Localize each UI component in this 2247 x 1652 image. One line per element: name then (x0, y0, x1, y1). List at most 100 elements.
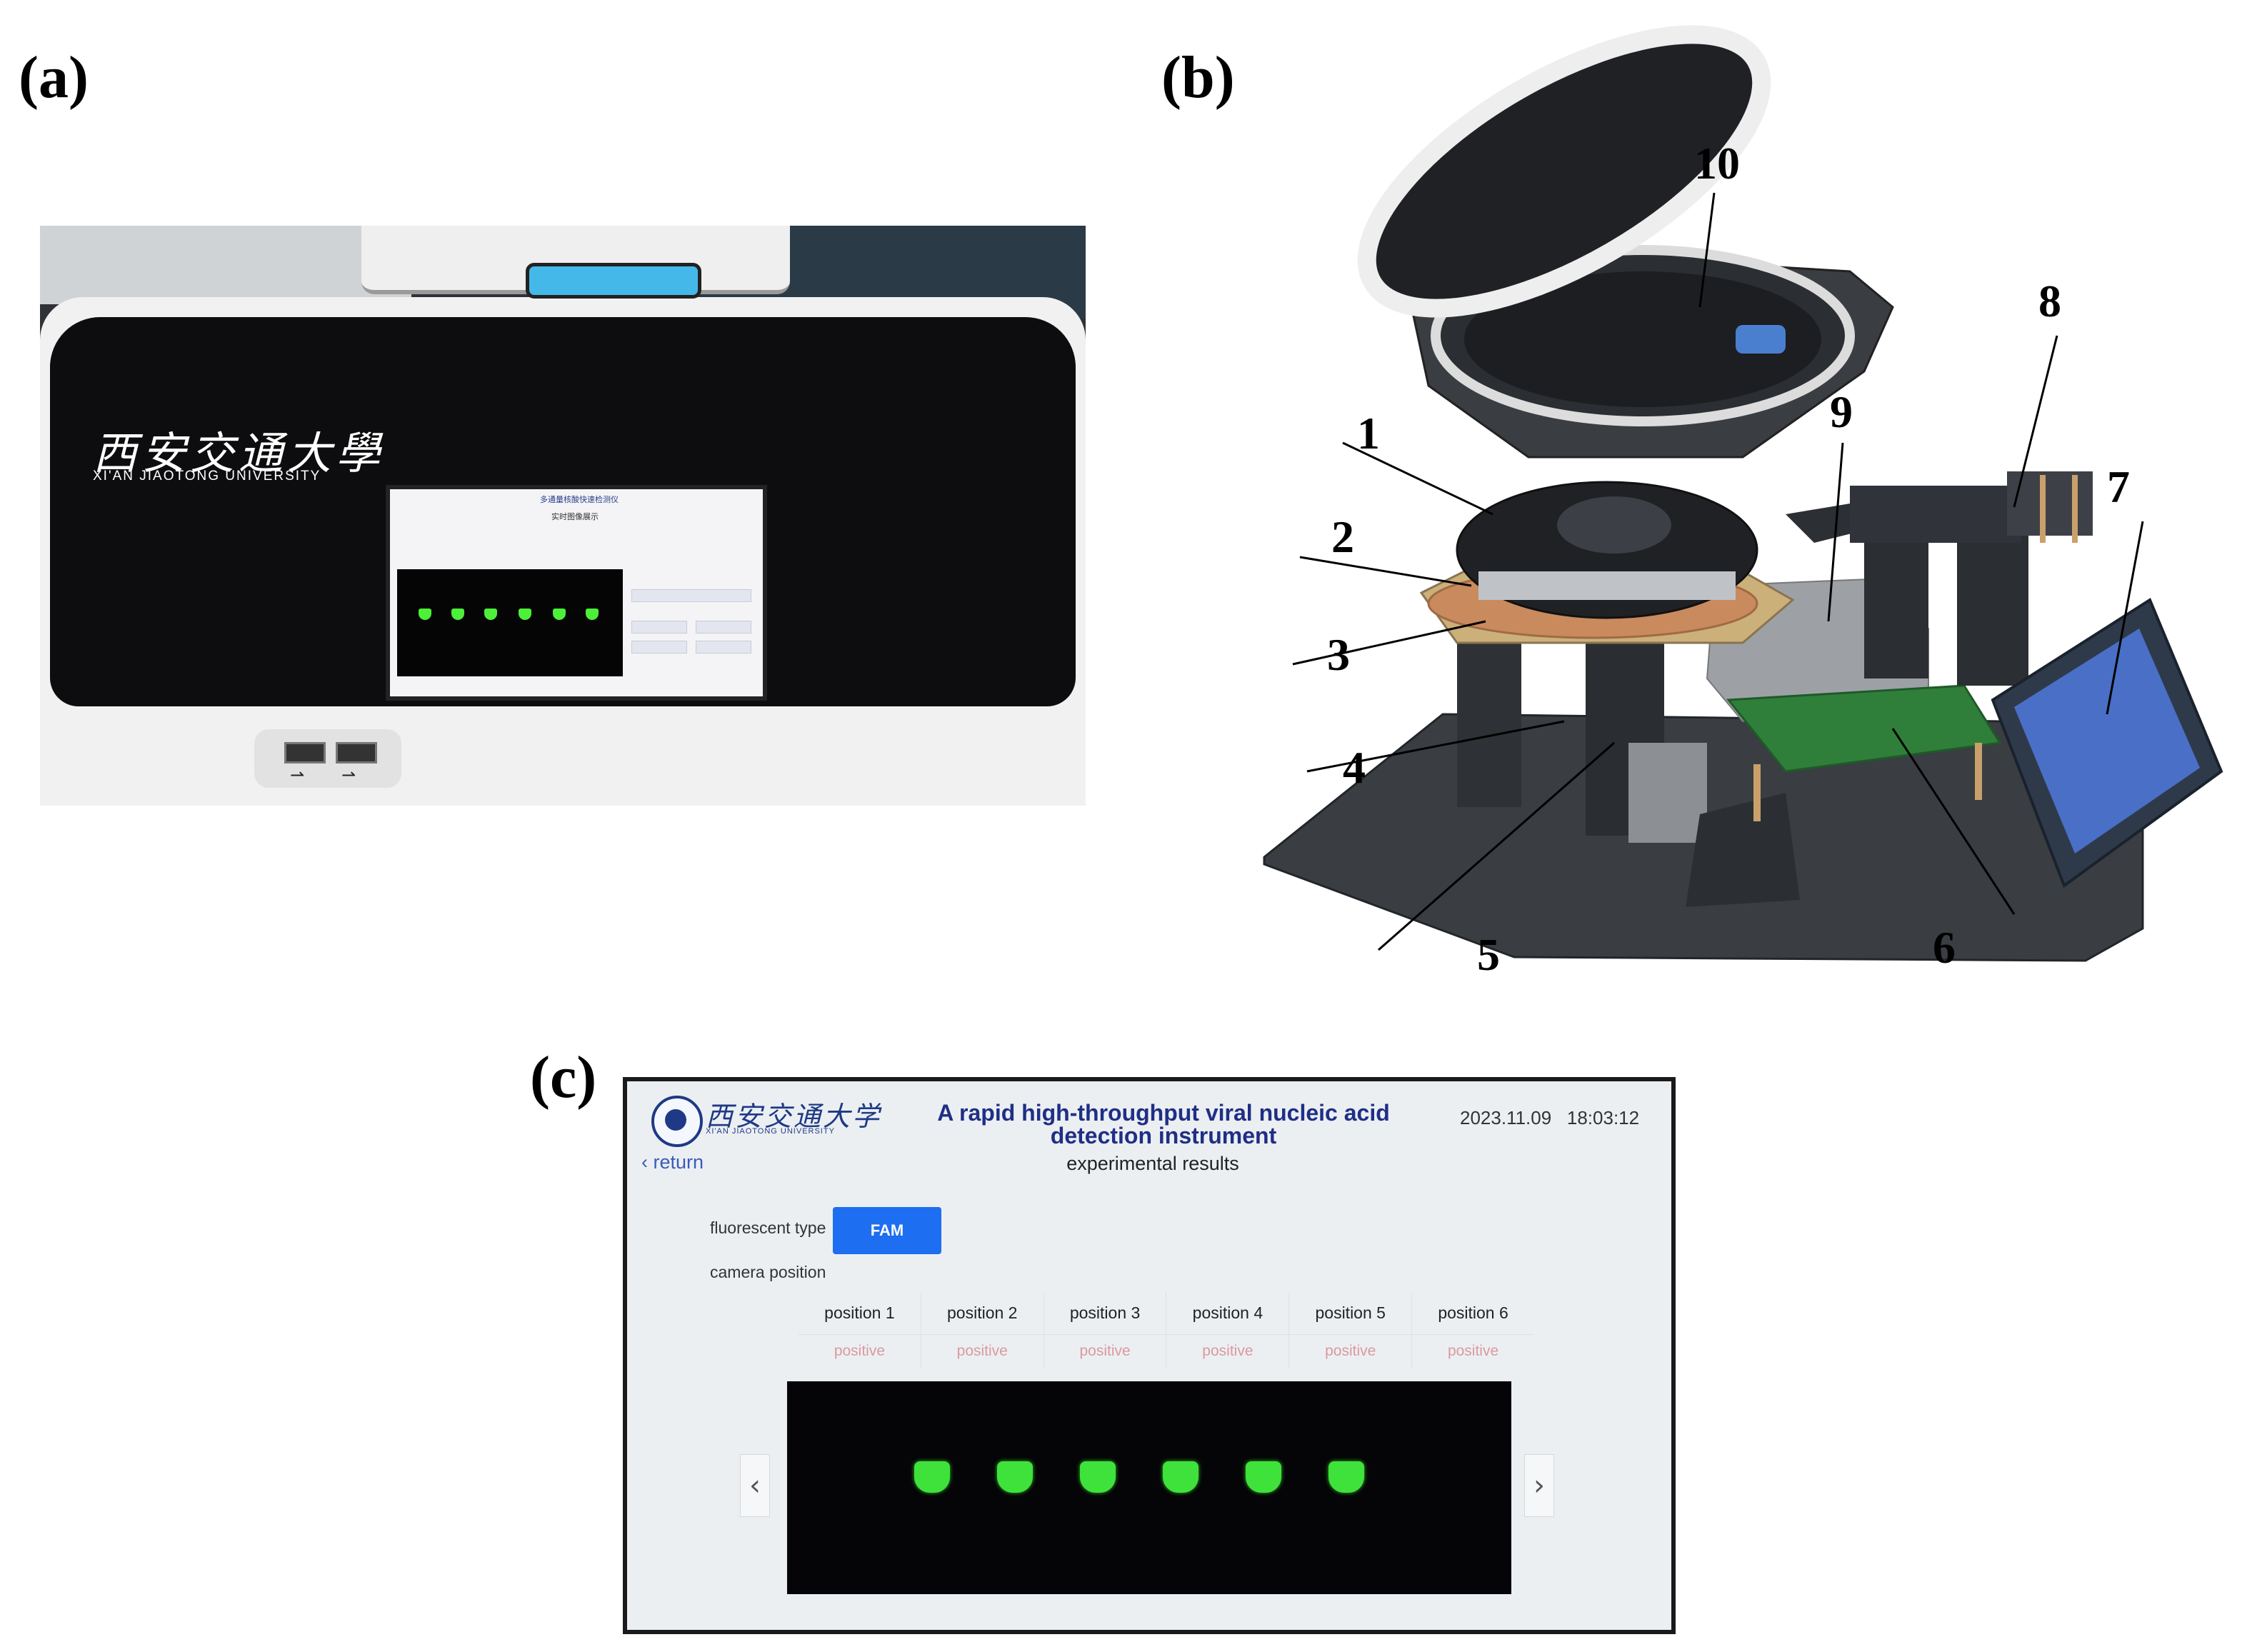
callout-5: 5 (1477, 929, 1500, 980)
camera-position-label: camera position (710, 1263, 826, 1281)
front-panel: 西安交通大學 XI'AN JIAOTONG UNIVERSITY 多通量核酸快速… (50, 317, 1076, 706)
panel-label-c: (c) (530, 1044, 597, 1111)
position-name: position 4 (1166, 1293, 1289, 1335)
screen-fluorescence-image (397, 569, 623, 676)
position-name: position 2 (921, 1293, 1044, 1335)
position-results: position 1 positive position 2 positive … (799, 1293, 1534, 1368)
panel-label-a: (a) (19, 44, 89, 111)
chevron-left-icon: ‹ (641, 1151, 648, 1173)
background-wall (40, 226, 411, 304)
screen-button (631, 621, 687, 634)
fluorescent-type-label: fluorescent type (710, 1218, 826, 1237)
datetime: 2023.11.09 18:03:12 (1460, 1107, 1639, 1129)
position-column: position 3 positive (1043, 1293, 1166, 1368)
fluorescent-well (553, 609, 566, 620)
next-image-button[interactable]: › (1524, 1454, 1554, 1517)
screen-dropdown (631, 589, 751, 602)
callout-7: 7 (2107, 461, 2130, 512)
callout-9: 9 (1830, 386, 1853, 437)
control-pcb (1726, 684, 2002, 773)
chevron-left-icon: ‹ (749, 1469, 761, 1502)
callout-6: 6 (1933, 922, 1956, 973)
callout-8: 8 (2038, 276, 2061, 326)
fluorescent-well (484, 609, 497, 620)
disc-tubes (1478, 571, 1736, 600)
disc-center (1557, 496, 1671, 554)
university-logo-en: XI'AN JIAOTONG UNIVERSITY (93, 469, 321, 484)
position-result: positive (834, 1343, 886, 1359)
university-logo-cn: 西安交通大学 (706, 1101, 882, 1132)
time: 18:03:12 (1566, 1107, 1640, 1128)
camera-mount (1686, 793, 1800, 907)
instrument-touchscreen: 多通量核酸快速检测仪 实时图像展示 (386, 485, 767, 701)
app-title-line2: detection instrument (1050, 1123, 1277, 1148)
lid-inner (1464, 271, 1821, 407)
callout-10: 10 (1694, 138, 1740, 189)
fluorescent-well (997, 1461, 1033, 1493)
prev-image-button[interactable]: ‹ (740, 1454, 770, 1517)
opened-lid (1357, 25, 1771, 318)
fluorescent-well (1080, 1461, 1116, 1493)
callout-1: 1 (1357, 408, 1380, 459)
cad-exploded-view: 1 2 3 4 5 6 7 8 9 10 (1243, 0, 2247, 980)
cad-drawing (1263, 25, 2223, 962)
support-pillar (1457, 629, 1521, 807)
lid-latch (1736, 325, 1786, 354)
fluorescent-well (1328, 1461, 1364, 1493)
fluorescent-well (519, 609, 531, 620)
fluorescent-type-button[interactable]: FAM (833, 1207, 941, 1254)
position-column: position 4 positive (1166, 1293, 1289, 1368)
screen-subtitle: 实时图像展示 (551, 513, 599, 521)
screen-title: 多通量核酸快速检测仪 (540, 496, 619, 504)
callout-2: 2 (1331, 511, 1354, 562)
usb-port (336, 742, 377, 764)
callout-3: 3 (1327, 629, 1350, 680)
display-screen (2014, 629, 2200, 853)
university-logo-cn: 西安交通大學 (93, 427, 385, 479)
date: 2023.11.09 (1460, 1107, 1552, 1128)
position-result: positive (956, 1343, 1008, 1359)
app-title-line1: A rapid high-throughput viral nucleic ac… (937, 1100, 1390, 1126)
screen-button (631, 641, 687, 654)
heater-block (1628, 743, 1707, 843)
usb-icon: ⇀ (341, 765, 356, 785)
position-result: positive (1202, 1343, 1253, 1359)
position-name: position 3 (1044, 1293, 1166, 1335)
results-screen: 西安交通大学 XI'AN JIAOTONG UNIVERSITY A rapid… (623, 1077, 1676, 1634)
position-column: position 2 positive (920, 1293, 1044, 1368)
fluorescent-well (1246, 1461, 1281, 1493)
university-emblem-icon (651, 1096, 703, 1147)
callout-arrows (1292, 192, 2144, 951)
arm-head (1850, 486, 2021, 543)
position-column: position 1 positive (799, 1293, 921, 1368)
instrument-photo: 西安交通大學 XI'AN JIAOTONG UNIVERSITY 多通量核酸快速… (40, 226, 1086, 806)
usb-port-plate: ⇀ ⇀ (254, 729, 401, 788)
panel-label-b: (b) (1161, 44, 1235, 111)
fluorescent-well (1163, 1461, 1198, 1493)
usb-port (284, 742, 326, 764)
university-logo-en: XI'AN JIAOTONG UNIVERSITY (706, 1127, 835, 1136)
position-name: position 1 (799, 1293, 921, 1335)
page-subtitle: experimental results (1066, 1153, 1239, 1174)
position-result: positive (1325, 1343, 1376, 1359)
fluorescent-well (419, 609, 431, 620)
position-result: positive (1447, 1343, 1499, 1359)
screen-side-panel (631, 569, 753, 676)
fluorescent-well (914, 1461, 950, 1493)
position-column: position 6 positive (1411, 1293, 1534, 1368)
position-name: position 6 (1412, 1293, 1534, 1335)
fluorescent-well (586, 609, 599, 620)
position-column: position 5 positive (1288, 1293, 1412, 1368)
return-label: return (653, 1151, 704, 1173)
position-result: positive (1079, 1343, 1131, 1359)
usb-icon: ⇀ (290, 765, 305, 785)
fluorescence-image (787, 1381, 1511, 1594)
return-button[interactable]: ‹ return (641, 1151, 704, 1173)
screen-button (696, 621, 751, 634)
fluorescent-well (451, 609, 464, 620)
position-name: position 5 (1289, 1293, 1412, 1335)
emblem-core (665, 1109, 686, 1131)
chevron-right-icon: › (1533, 1469, 1545, 1502)
lid-button (526, 263, 701, 299)
callout-4: 4 (1343, 742, 1366, 793)
